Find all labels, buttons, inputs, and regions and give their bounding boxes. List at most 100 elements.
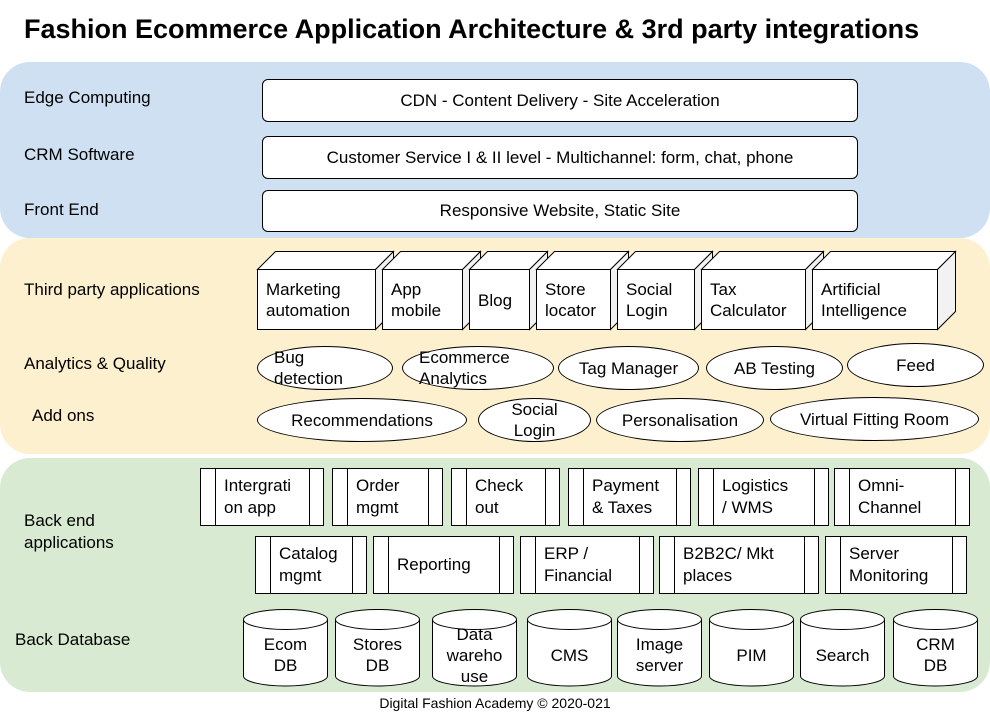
crm-box: Customer Service I & II level - Multicha… (262, 136, 858, 179)
back-end-application: Server Monitoring (825, 536, 967, 594)
database-label: Image server (635, 635, 684, 675)
back-end-application-label: Check out (475, 476, 524, 517)
database-cylinder-shape (709, 609, 794, 687)
diagram-title: Fashion Ecommerce Application Architectu… (24, 14, 920, 44)
process-divider (545, 469, 546, 525)
third-party-app-label: Blog (478, 290, 513, 310)
process-divider (639, 537, 640, 593)
back-end-application-label: Payment & Taxes (592, 476, 660, 517)
process-divider (676, 469, 677, 525)
database: Search (800, 609, 885, 687)
back-end-application: Omni- Channel (834, 468, 970, 526)
back-end-application-label: B2B2C/ Mkt places (683, 544, 774, 585)
addon-item: Personalisation (596, 398, 764, 442)
third-party-app: Social Login (616, 250, 714, 331)
process-divider (674, 537, 675, 593)
database-label: CRM DB (916, 635, 955, 675)
analytics-item: Ecommerce Analytics (402, 346, 554, 390)
cube-shape (535, 250, 630, 331)
database: Stores DB (335, 609, 420, 687)
process-divider (955, 469, 956, 525)
third-party-app-label: Tax Calculator (710, 280, 787, 320)
back-end-application-label: Omni- Channel (858, 476, 922, 517)
back-end-application: ERP / Financial (520, 536, 654, 594)
third-party-app: Tax Calculator (700, 250, 825, 331)
cdn-label: CDN - Content Delivery - Site Accelerati… (400, 90, 720, 110)
process-divider (270, 537, 271, 593)
third-party-app-label: App mobile (391, 280, 442, 320)
back-end-application-label: Logistics / WMS (722, 476, 789, 517)
analytics-item: Bug detection (257, 346, 393, 390)
database: Ecom DB (243, 609, 328, 687)
cube-shape (811, 250, 957, 331)
process-divider (352, 537, 353, 593)
process-divider (952, 537, 953, 593)
third-party-app-label: Store locator (545, 280, 597, 320)
back-end-application: Order mgmt (332, 468, 443, 526)
third-party-app: Artificial Intelligence (811, 250, 957, 331)
back-end-application-label: Intergrati on app (224, 476, 292, 517)
layer-label-crm-software: CRM Software (24, 145, 135, 164)
third-party-app: App mobile (381, 250, 482, 331)
database-cylinder-shape (893, 609, 978, 687)
database-cylinder-shape (527, 609, 612, 687)
layer-label-add-ons: Add ons (32, 406, 95, 425)
third-party-app-label: Marketing automation (266, 280, 351, 320)
process-divider (535, 537, 536, 593)
layer-label-back-database: Back Database (15, 630, 131, 649)
front-end-box: Responsive Website, Static Site (262, 190, 858, 232)
layer-label-front-end: Front End (24, 200, 99, 219)
process-divider (388, 537, 389, 593)
back-end-application: Check out (451, 468, 560, 526)
database-cylinder-shape (432, 609, 517, 687)
database-label: Ecom DB (263, 635, 308, 675)
database: CRM DB (893, 609, 978, 687)
addon-item: Virtual Fitting Room (770, 397, 979, 441)
addon-item: Social Login (478, 398, 591, 442)
back-end-application: Catalog mgmt (255, 536, 367, 594)
process-divider (499, 537, 500, 593)
process-divider (347, 469, 348, 525)
process-divider (849, 469, 850, 525)
process-divider (713, 469, 714, 525)
back-end-application: Intergrati on app (200, 468, 324, 526)
back-end-application: Reporting (373, 536, 514, 594)
database-cylinder-shape (335, 609, 420, 687)
third-party-app: Marketing automation (256, 250, 395, 331)
process-divider (583, 469, 584, 525)
layer-label-back-end: Back end applications (24, 511, 114, 552)
process-divider (814, 469, 815, 525)
addon-item: Recommendations (257, 398, 467, 442)
database-label: Search (815, 645, 870, 665)
database-cylinder-shape (617, 609, 702, 687)
layer-label-edge-computing: Edge Computing (24, 88, 151, 107)
database: Data wareho use (432, 609, 517, 687)
layer-label-third-party: Third party applications (24, 280, 200, 299)
process-divider (428, 469, 429, 525)
database: CMS (527, 609, 612, 687)
footer-credit: Digital Fashion Academy © 2020-021 (379, 695, 611, 711)
third-party-app: Store locator (535, 250, 630, 331)
cdn-box: CDN - Content Delivery - Site Accelerati… (262, 79, 858, 122)
third-party-app-label: Social Login (626, 280, 673, 320)
process-divider (840, 537, 841, 593)
analytics-item: Tag Manager (558, 346, 699, 390)
back-end-application: B2B2C/ Mkt places (659, 536, 819, 594)
back-end-application-label: Catalog mgmt (279, 544, 338, 585)
analytics-item: Feed (847, 343, 984, 387)
back-end-application-label: Server Monitoring (849, 544, 929, 585)
back-end-application-label: ERP / Financial (544, 544, 613, 585)
database-label: Data wareho use (446, 624, 503, 686)
database: Image server (617, 609, 702, 687)
back-end-application: Payment & Taxes (568, 468, 691, 526)
database-cylinder-shape (800, 609, 885, 687)
third-party-app-label: Artificial Intelligence (821, 280, 908, 320)
process-divider (466, 469, 467, 525)
layer-label-analytics: Analytics & Quality (24, 354, 166, 373)
crm-label: Customer Service I & II level - Multicha… (326, 147, 794, 167)
analytics-item: AB Testing (706, 346, 843, 390)
back-end-application-label: Order mgmt (356, 476, 400, 517)
front-end-label: Responsive Website, Static Site (439, 201, 681, 220)
database-label: PIM (736, 645, 767, 665)
database-label: Stores DB (352, 635, 403, 675)
